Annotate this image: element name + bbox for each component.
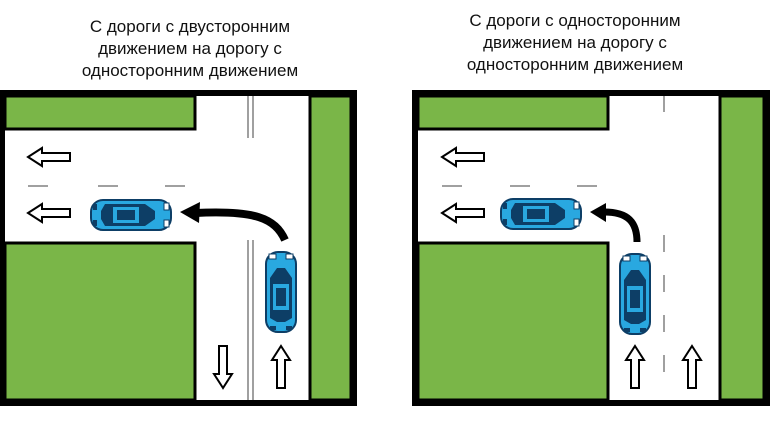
right-grass-right [718,94,766,402]
car-icon [500,198,582,230]
left-grass-bottom-left [3,241,197,402]
left-double-center-line [247,96,254,400]
turn-left-arrow-icon [590,203,641,243]
left-grass-top-left [3,94,197,131]
left-diagram [0,90,357,406]
right-diagram [412,90,770,406]
left-caption-line-3: односторонним движением [81,61,299,80]
car-icon [619,253,651,335]
right-grass-top-left [416,94,610,131]
left-grass-right [308,94,353,402]
left-caption-line-2: движением на дорогу с [98,39,282,58]
car-icon [265,251,297,333]
right-caption: С дороги с односторонним движением на до… [425,10,725,76]
left-caption-line-1: С дороги с двусторонним [89,17,291,36]
car-icon [90,199,172,231]
turn-left-arrow-icon [180,202,289,242]
right-caption-line-1: С дороги с односторонним [469,11,681,30]
right-caption-line-3: односторонним движением [466,55,684,74]
right-caption-line-2: движением на дорогу с [483,33,667,52]
right-grass-bottom-left [416,241,610,402]
left-caption: С дороги с двусторонним движением на дор… [40,16,340,82]
